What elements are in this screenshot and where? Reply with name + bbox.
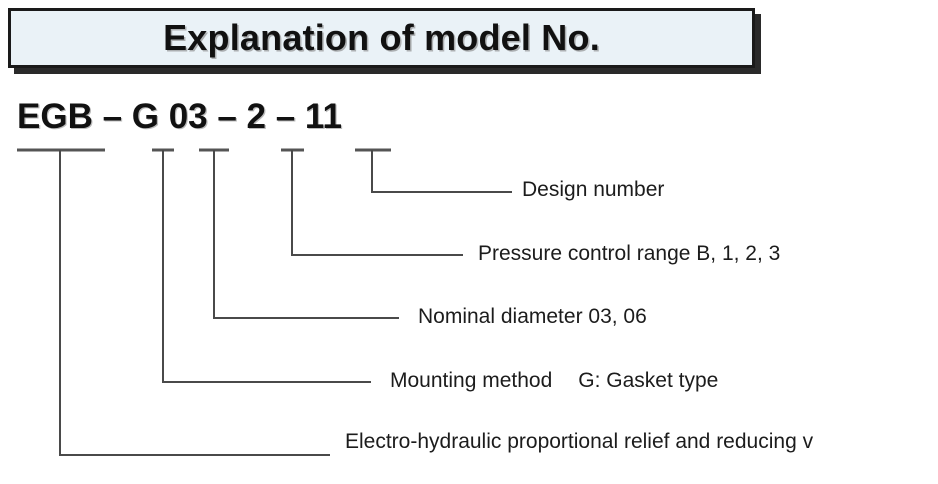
callout-label-mounting-method-part2: G: Gasket type xyxy=(578,369,719,392)
model-number-code: EGB – G 03 – 2 – 11 xyxy=(17,97,342,137)
title-box: Explanation of model No. xyxy=(8,8,755,68)
callout-label-design-number: Design number xyxy=(522,178,665,201)
callout-label-mounting-method: Mounting method G: Gasket type xyxy=(390,369,718,393)
callout-label-product-description: Electro-hydraulic proportional relief an… xyxy=(345,430,814,453)
page-title: Explanation of model No. xyxy=(163,17,600,58)
callout-label-nominal-diameter: Nominal diameter 03, 06 xyxy=(418,305,647,328)
callout-label-mounting-method-part1: Mounting method xyxy=(390,369,553,392)
callout-label-pressure-control-range: Pressure control range B, 1, 2, 3 xyxy=(478,242,781,265)
model-number-code-text: EGB – G 03 – 2 – 11 xyxy=(17,97,342,136)
